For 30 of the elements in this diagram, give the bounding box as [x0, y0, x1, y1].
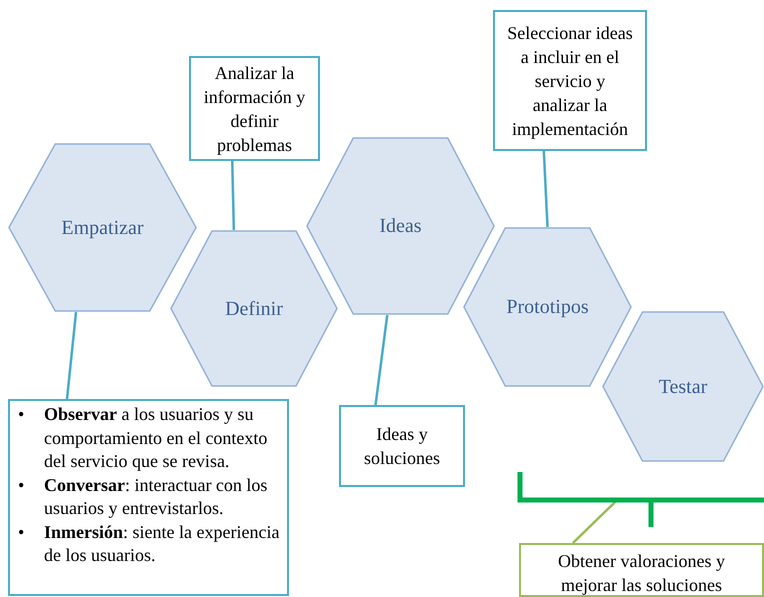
box-text: Ideas y soluciones: [363, 423, 441, 470]
hexagon-label: Empatizar: [61, 216, 144, 240]
hexagon-label: Ideas: [379, 214, 422, 239]
hexagon: [463, 227, 632, 387]
bullet-item: Inmersión: siente la experiencia de los usuarios.: [44, 520, 280, 567]
text-box: [519, 543, 764, 597]
box-text: Analizar la información y definir problemas: [203, 62, 306, 156]
hexagon: [602, 311, 764, 462]
bullet: •: [18, 474, 26, 496]
bullet: •: [18, 520, 26, 544]
text-box: [8, 399, 289, 596]
box-text: Obtener valoraciones y mejorar las soluciones: [557, 550, 726, 597]
leader-line: [66, 312, 78, 400]
text-box: [189, 56, 320, 161]
leader-line: [230, 160, 236, 230]
text-box: [493, 10, 647, 151]
hexagon: [306, 137, 495, 315]
hexagon: [8, 143, 197, 312]
leader-line: [542, 150, 549, 228]
hexagon-label: Definir: [225, 296, 283, 322]
bracket: [516, 470, 764, 529]
bullet-item: Conversar: interactuar con los usuarios y entrevistarlos.: [44, 474, 268, 520]
bullet-item: Observar a los usuarios y su comportamiento en el contexto del servicio que se revisa.: [44, 403, 268, 473]
hexagon-label: Prototipos: [506, 295, 589, 320]
text-box: [339, 405, 465, 487]
hexagon-label: Testar: [658, 374, 708, 400]
box-text: Seleccionar ideas a incluir en el servicio y analizar la implementación: [506, 22, 634, 140]
hexagon: [170, 230, 338, 387]
leader-line: [374, 314, 388, 406]
bullet: •: [18, 403, 26, 426]
